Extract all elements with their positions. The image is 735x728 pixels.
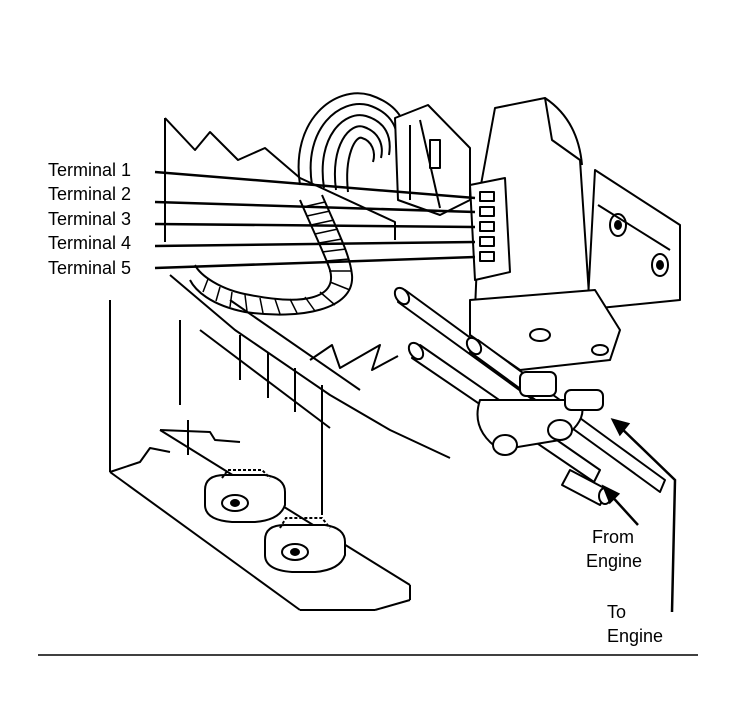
label-terminal-3: Terminal 3 [48, 209, 131, 229]
leader-line-terminal-3 [154, 222, 476, 229]
mounting-ear-upper [204, 469, 286, 523]
label-to-engine-line1: To [607, 602, 626, 622]
label-terminal-5: Terminal 5 [48, 258, 131, 278]
to-engine-arrow-line [617, 424, 677, 613]
connector-housing [394, 97, 681, 371]
leader-line-terminal-2 [154, 200, 476, 214]
label-from-engine-line2: Engine [586, 551, 642, 571]
label-from-engine-line1: From [592, 527, 634, 547]
leader-line-terminal-1 [154, 170, 476, 200]
label-terminal-4: Terminal 4 [48, 233, 131, 253]
mounting-ear-lower [264, 517, 346, 573]
wiring-harness [189, 194, 354, 316]
label-terminal-2: Terminal 2 [48, 184, 131, 204]
flow-arrows [601, 418, 677, 613]
label-to-engine-line2: Engine [607, 626, 663, 646]
leader-line-terminal-5 [154, 255, 476, 270]
vacuum-tubes [393, 286, 666, 506]
leader-line-terminal-4 [154, 240, 476, 248]
labels: Terminal 1 Terminal 2 Terminal 3 Termina… [48, 160, 663, 646]
label-terminal-1: Terminal 1 [48, 160, 131, 180]
to-engine-arrowhead [610, 418, 631, 437]
terminal-leader-lines [154, 170, 476, 270]
from-engine-arrowhead [601, 484, 621, 505]
wire-loop-bundle [297, 92, 408, 193]
